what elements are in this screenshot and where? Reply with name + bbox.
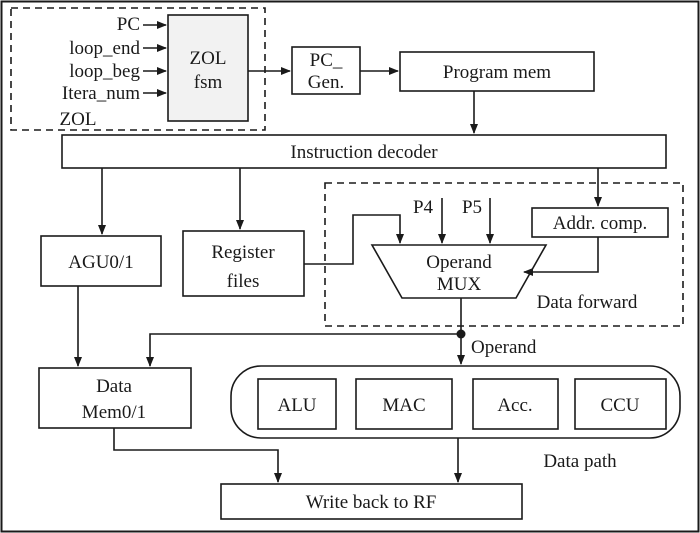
register-files-label-line2: files [227,271,260,292]
agu-box [40,235,162,287]
data-forward-label: Data forward [537,292,638,313]
operand-mux-label-line1: Operand [426,252,492,273]
instruction-decoder-label: Instruction decoder [290,142,438,163]
mac-box [355,378,453,430]
zol-fsm-label-line1: ZOL [190,48,227,69]
mac-label: MAC [382,395,425,416]
program-mem-label: Program mem [443,62,551,83]
register-files-box [182,230,305,297]
zol-input-loop-beg: loop_beg [69,61,140,82]
data-forward-group [324,182,684,327]
program-mem-box [399,51,595,92]
p5-label: P5 [462,197,482,218]
zol-input-loop-end: loop_end [69,38,140,59]
register-files-to-mux-wire [304,214,404,265]
data-path-label: Data path [543,451,617,472]
pc-gen-label-line1: PC_ [310,50,343,71]
zol-fsm-box [167,14,249,122]
pc-gen-label-line2: Gen. [308,72,344,93]
zol-group-label: ZOL [60,109,97,130]
ccu-label: CCU [600,395,639,416]
p4-label: P4 [413,197,434,218]
zol-input-pc: PC [117,14,140,35]
data-mem-box [38,367,192,429]
addr-comp-box [531,207,669,238]
acc-box [472,378,559,430]
data-path-group [230,365,681,439]
data-mem-to-write-back-wire [113,428,282,483]
zol-input-itera-num: Itera_num [62,83,140,104]
alu-box [257,378,337,430]
register-files-label-line1: Register [211,242,275,263]
addr-comp-label: Addr. comp. [553,213,647,234]
addr-comp-to-mux-wire [523,237,599,276]
acc-label: Acc. [497,395,532,416]
operand-mux-label-line2: MUX [437,274,482,295]
zol-fsm-label-line2: fsm [194,72,223,93]
alu-label: ALU [277,395,316,416]
operand-to-data-mem-wire [146,333,461,367]
agu-label: AGU0/1 [68,252,133,273]
instruction-decoder-box [61,134,667,169]
zol-group [10,7,266,131]
ccu-box [574,378,667,430]
write-back-label: Write back to RF [306,492,437,513]
pc-gen-box [291,46,361,95]
operand-mux-trapezoid [370,244,548,299]
operand-label: Operand [471,337,537,358]
data-mem-label-line2: Mem0/1 [82,402,146,423]
data-mem-label-line1: Data [96,376,132,397]
write-back-box [220,483,523,520]
